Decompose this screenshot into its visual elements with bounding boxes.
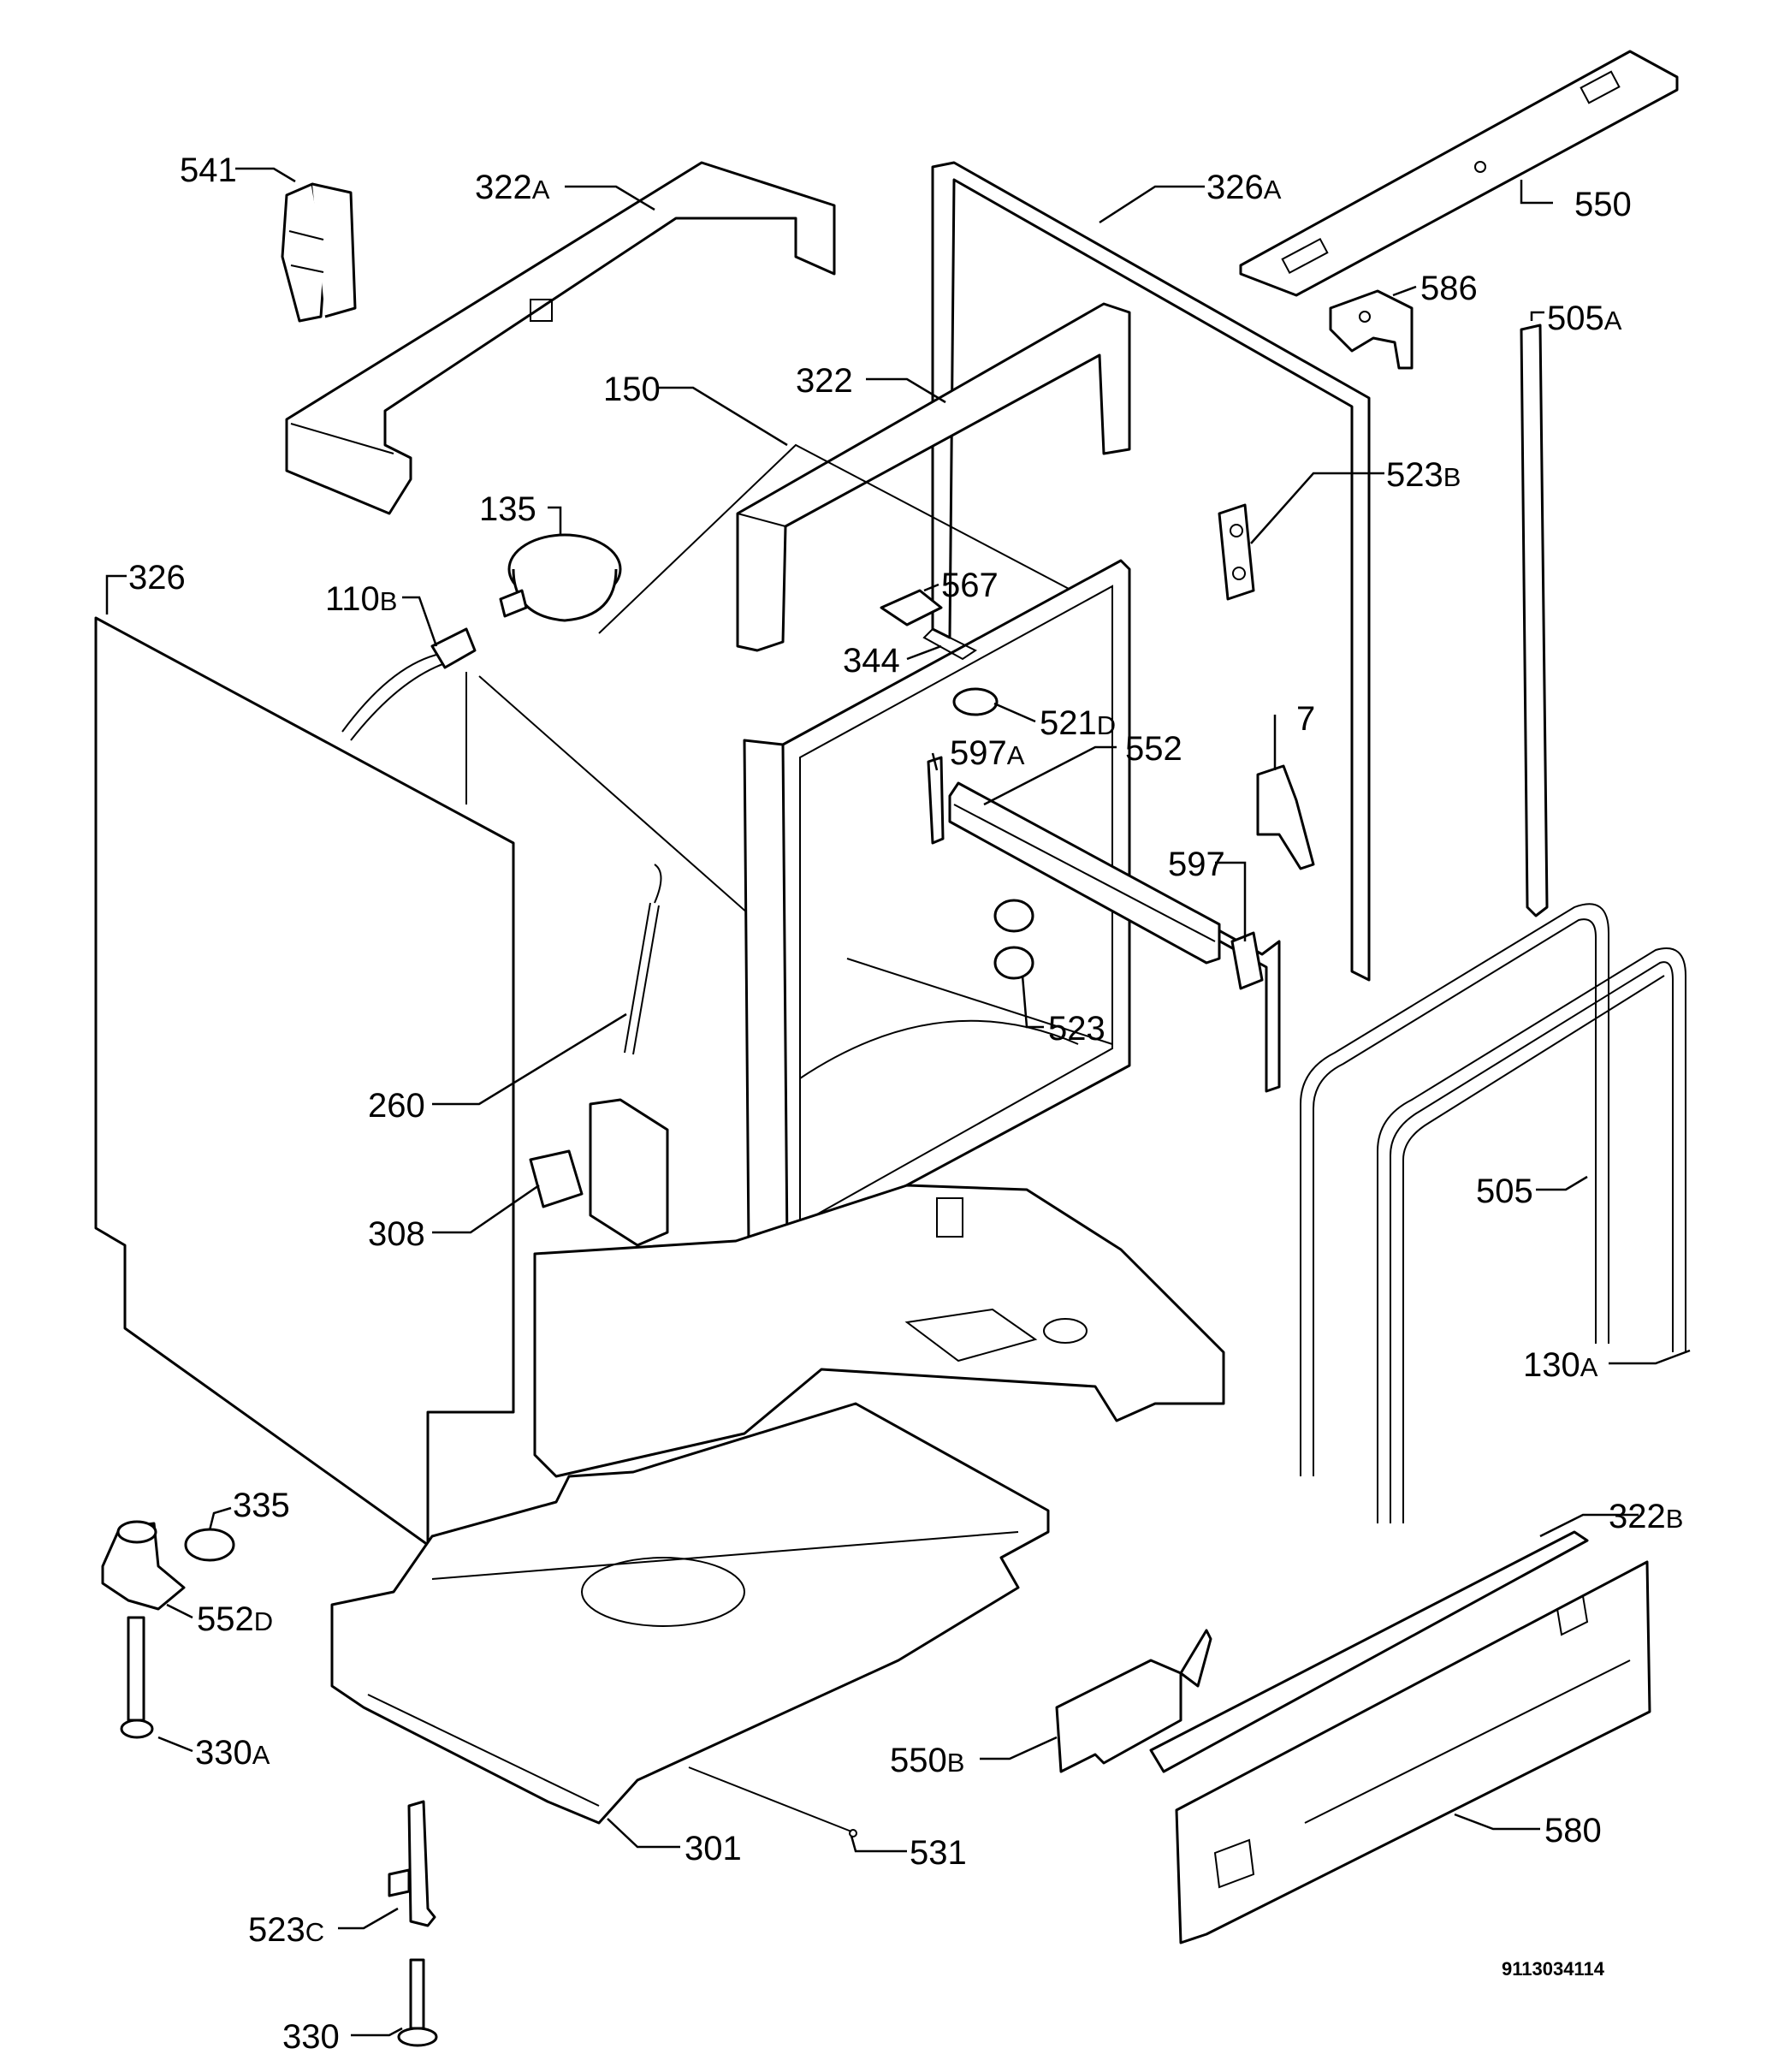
part-301-base-tray: [330, 1402, 1050, 1825]
callout-552: 552: [1125, 730, 1182, 768]
callout-567: 567: [941, 567, 999, 604]
callout-326a: 326A: [1206, 169, 1282, 206]
part-531-rod: [688, 1766, 857, 1837]
part-330-screw: [397, 1958, 438, 2047]
callout-335: 335: [233, 1487, 290, 1524]
callout-260: 260: [368, 1087, 425, 1125]
part-150-tub-top: [465, 443, 1122, 934]
part-base-frame: [533, 1184, 1225, 1478]
part-523-grommets: [993, 899, 1034, 980]
part-130a-door-seal: [1377, 947, 1686, 1523]
callout-550b: 550B: [890, 1742, 964, 1779]
callout-301: 301: [685, 1830, 742, 1867]
part-521d-ring: [952, 687, 999, 716]
callout-330: 330: [282, 2018, 340, 2056]
part-586-bracket: [1329, 289, 1414, 370]
part-552-rail: [948, 781, 1221, 965]
part-135-float: [499, 533, 622, 622]
part-110b-hose: [341, 627, 477, 741]
callout-130a: 130A: [1523, 1346, 1598, 1384]
callout-308: 308: [368, 1215, 425, 1253]
part-550-top-rail: [1239, 50, 1679, 297]
part-567-clip: [880, 589, 943, 626]
part-260-spring: [624, 864, 662, 1055]
part-505-door-seal: [1300, 903, 1609, 1476]
part-523c-bracket: [388, 1800, 436, 1927]
callout-523c: 523C: [248, 1911, 324, 1949]
callout-344: 344: [843, 642, 900, 680]
part-505a-vertical-seal: [1520, 324, 1549, 917]
callout-586: 586: [1420, 270, 1478, 307]
part-335-gear: [184, 1528, 235, 1562]
callout-326: 326: [128, 559, 186, 597]
callout-135: 135: [479, 490, 536, 528]
callout-580: 580: [1544, 1812, 1602, 1849]
part-541-clip: [281, 182, 357, 323]
callout-labels: 541 322A 326A 550 586 505A 150 322 523B …: [128, 151, 1683, 2056]
callout-552d: 552D: [197, 1600, 273, 1638]
callout-7: 7: [1296, 700, 1315, 738]
part-550b-bracket: [1055, 1629, 1212, 1773]
part-552d-pump: [101, 1520, 186, 1611]
callout-505a: 505A: [1547, 300, 1622, 337]
part-322a-top-frame: [285, 161, 836, 515]
part-330a-screw: [120, 1616, 154, 1739]
part-597a-clip: [927, 756, 945, 845]
callout-150: 150: [603, 371, 661, 408]
leader-lines: [105, 167, 1691, 2037]
callout-322a: 322A: [475, 169, 550, 206]
callout-541: 541: [180, 151, 237, 189]
callout-322b: 322B: [1609, 1498, 1683, 1535]
part-326-side-panel: [94, 616, 515, 1547]
part-597-clip: [1230, 931, 1264, 990]
callout-550: 550: [1574, 186, 1632, 223]
part-523b-grommet: [1218, 503, 1255, 601]
callout-505: 505: [1476, 1173, 1533, 1210]
part-308-hinge: [529, 1098, 669, 1247]
part-322-inner-frame: [736, 302, 1131, 652]
part-580-kick-plate: [1175, 1560, 1651, 1944]
callout-110b: 110B: [325, 580, 397, 618]
part-tub-inner-door: [743, 559, 1131, 1251]
callout-521d: 521D: [1040, 704, 1116, 742]
callout-523: 523: [1048, 1010, 1105, 1048]
part-7-bracket: [1256, 764, 1315, 870]
document-number: 9113034114: [1502, 1958, 1605, 1980]
callout-330a: 330A: [195, 1734, 270, 1772]
callout-597a: 597A: [950, 734, 1025, 772]
callout-523b: 523B: [1386, 456, 1461, 494]
part-344-wire: [922, 627, 977, 661]
part-322b-front-rail: [1149, 1530, 1589, 1773]
callout-531: 531: [910, 1834, 967, 1872]
callout-597: 597: [1168, 846, 1225, 883]
callout-322: 322: [796, 362, 853, 400]
